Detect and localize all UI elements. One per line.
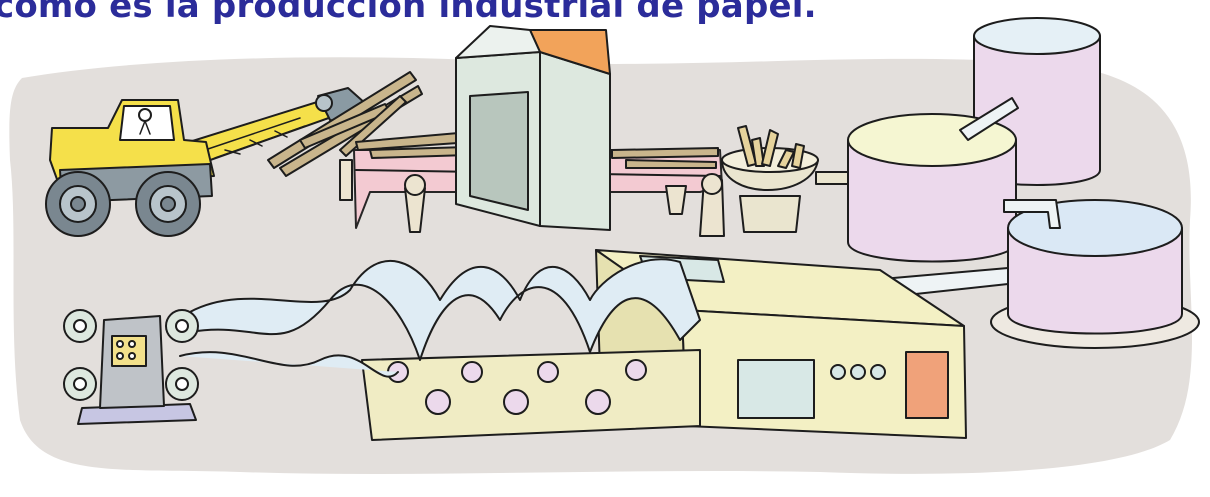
debarking-house-icon xyxy=(456,26,610,230)
